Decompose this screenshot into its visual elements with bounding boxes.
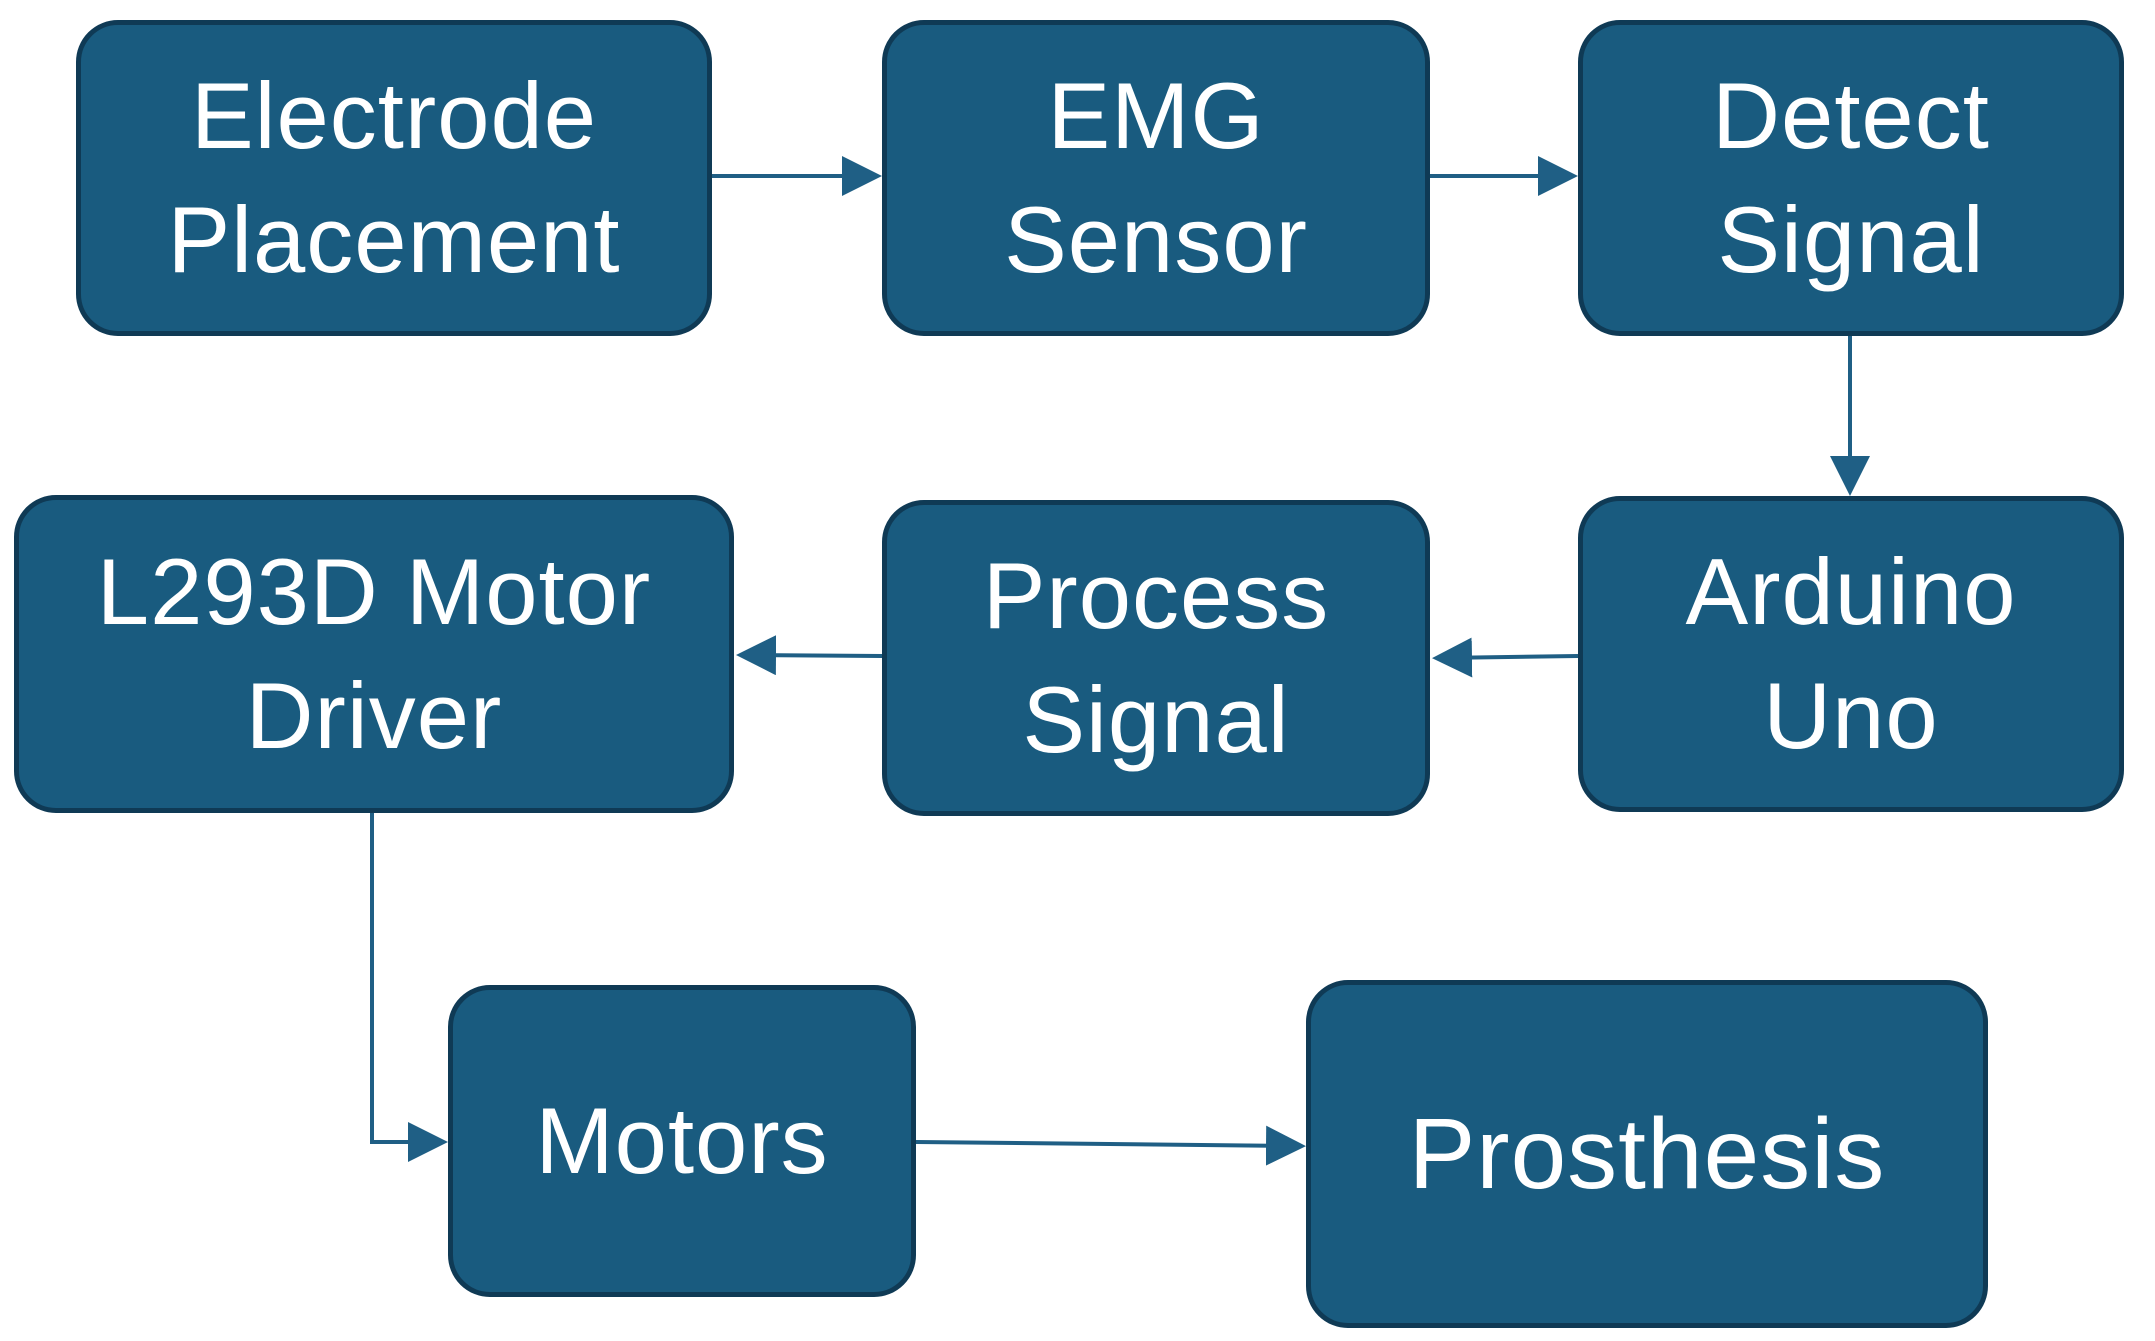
- node-label-line: Signal: [1022, 667, 1290, 772]
- node-label-line: Electrode: [190, 63, 598, 168]
- node-label-line: Detect: [1712, 63, 1990, 168]
- node-label-line: Placement: [167, 187, 621, 292]
- arrow-process-to-driver: [736, 635, 883, 676]
- node-motors: Motors: [448, 985, 916, 1297]
- node-label-line: Signal: [1717, 187, 1985, 292]
- arrow-arduino-to-process: [1432, 637, 1579, 678]
- node-label-line: Driver: [245, 663, 503, 768]
- node-electrode-placement: Electrode Placement: [76, 20, 712, 336]
- arrow-motors-to-prosthesis: [915, 1125, 1306, 1166]
- node-l293d-motor-driver: L293D Motor Driver: [14, 495, 734, 813]
- node-label-line: EMG: [1047, 63, 1265, 168]
- node-label-line: Arduino: [1685, 539, 2017, 644]
- node-emg-sensor: EMG Sensor: [882, 20, 1430, 336]
- node-label-line: Sensor: [1004, 187, 1308, 292]
- node-label-line: Process: [982, 543, 1330, 648]
- node-label-line: Motors: [535, 1088, 829, 1193]
- node-label-line: L293D Motor: [96, 539, 652, 644]
- arrow-driver-to-motors: [370, 813, 448, 1162]
- node-label-line: Uno: [1763, 663, 1939, 768]
- node-process-signal: Process Signal: [882, 500, 1430, 816]
- node-arduino-uno: Arduino Uno: [1578, 496, 2124, 812]
- node-detect-signal: Detect Signal: [1578, 20, 2124, 336]
- node-prosthesis: Prosthesis: [1306, 980, 1988, 1328]
- node-label-line: Prosthesis: [1408, 1098, 1886, 1210]
